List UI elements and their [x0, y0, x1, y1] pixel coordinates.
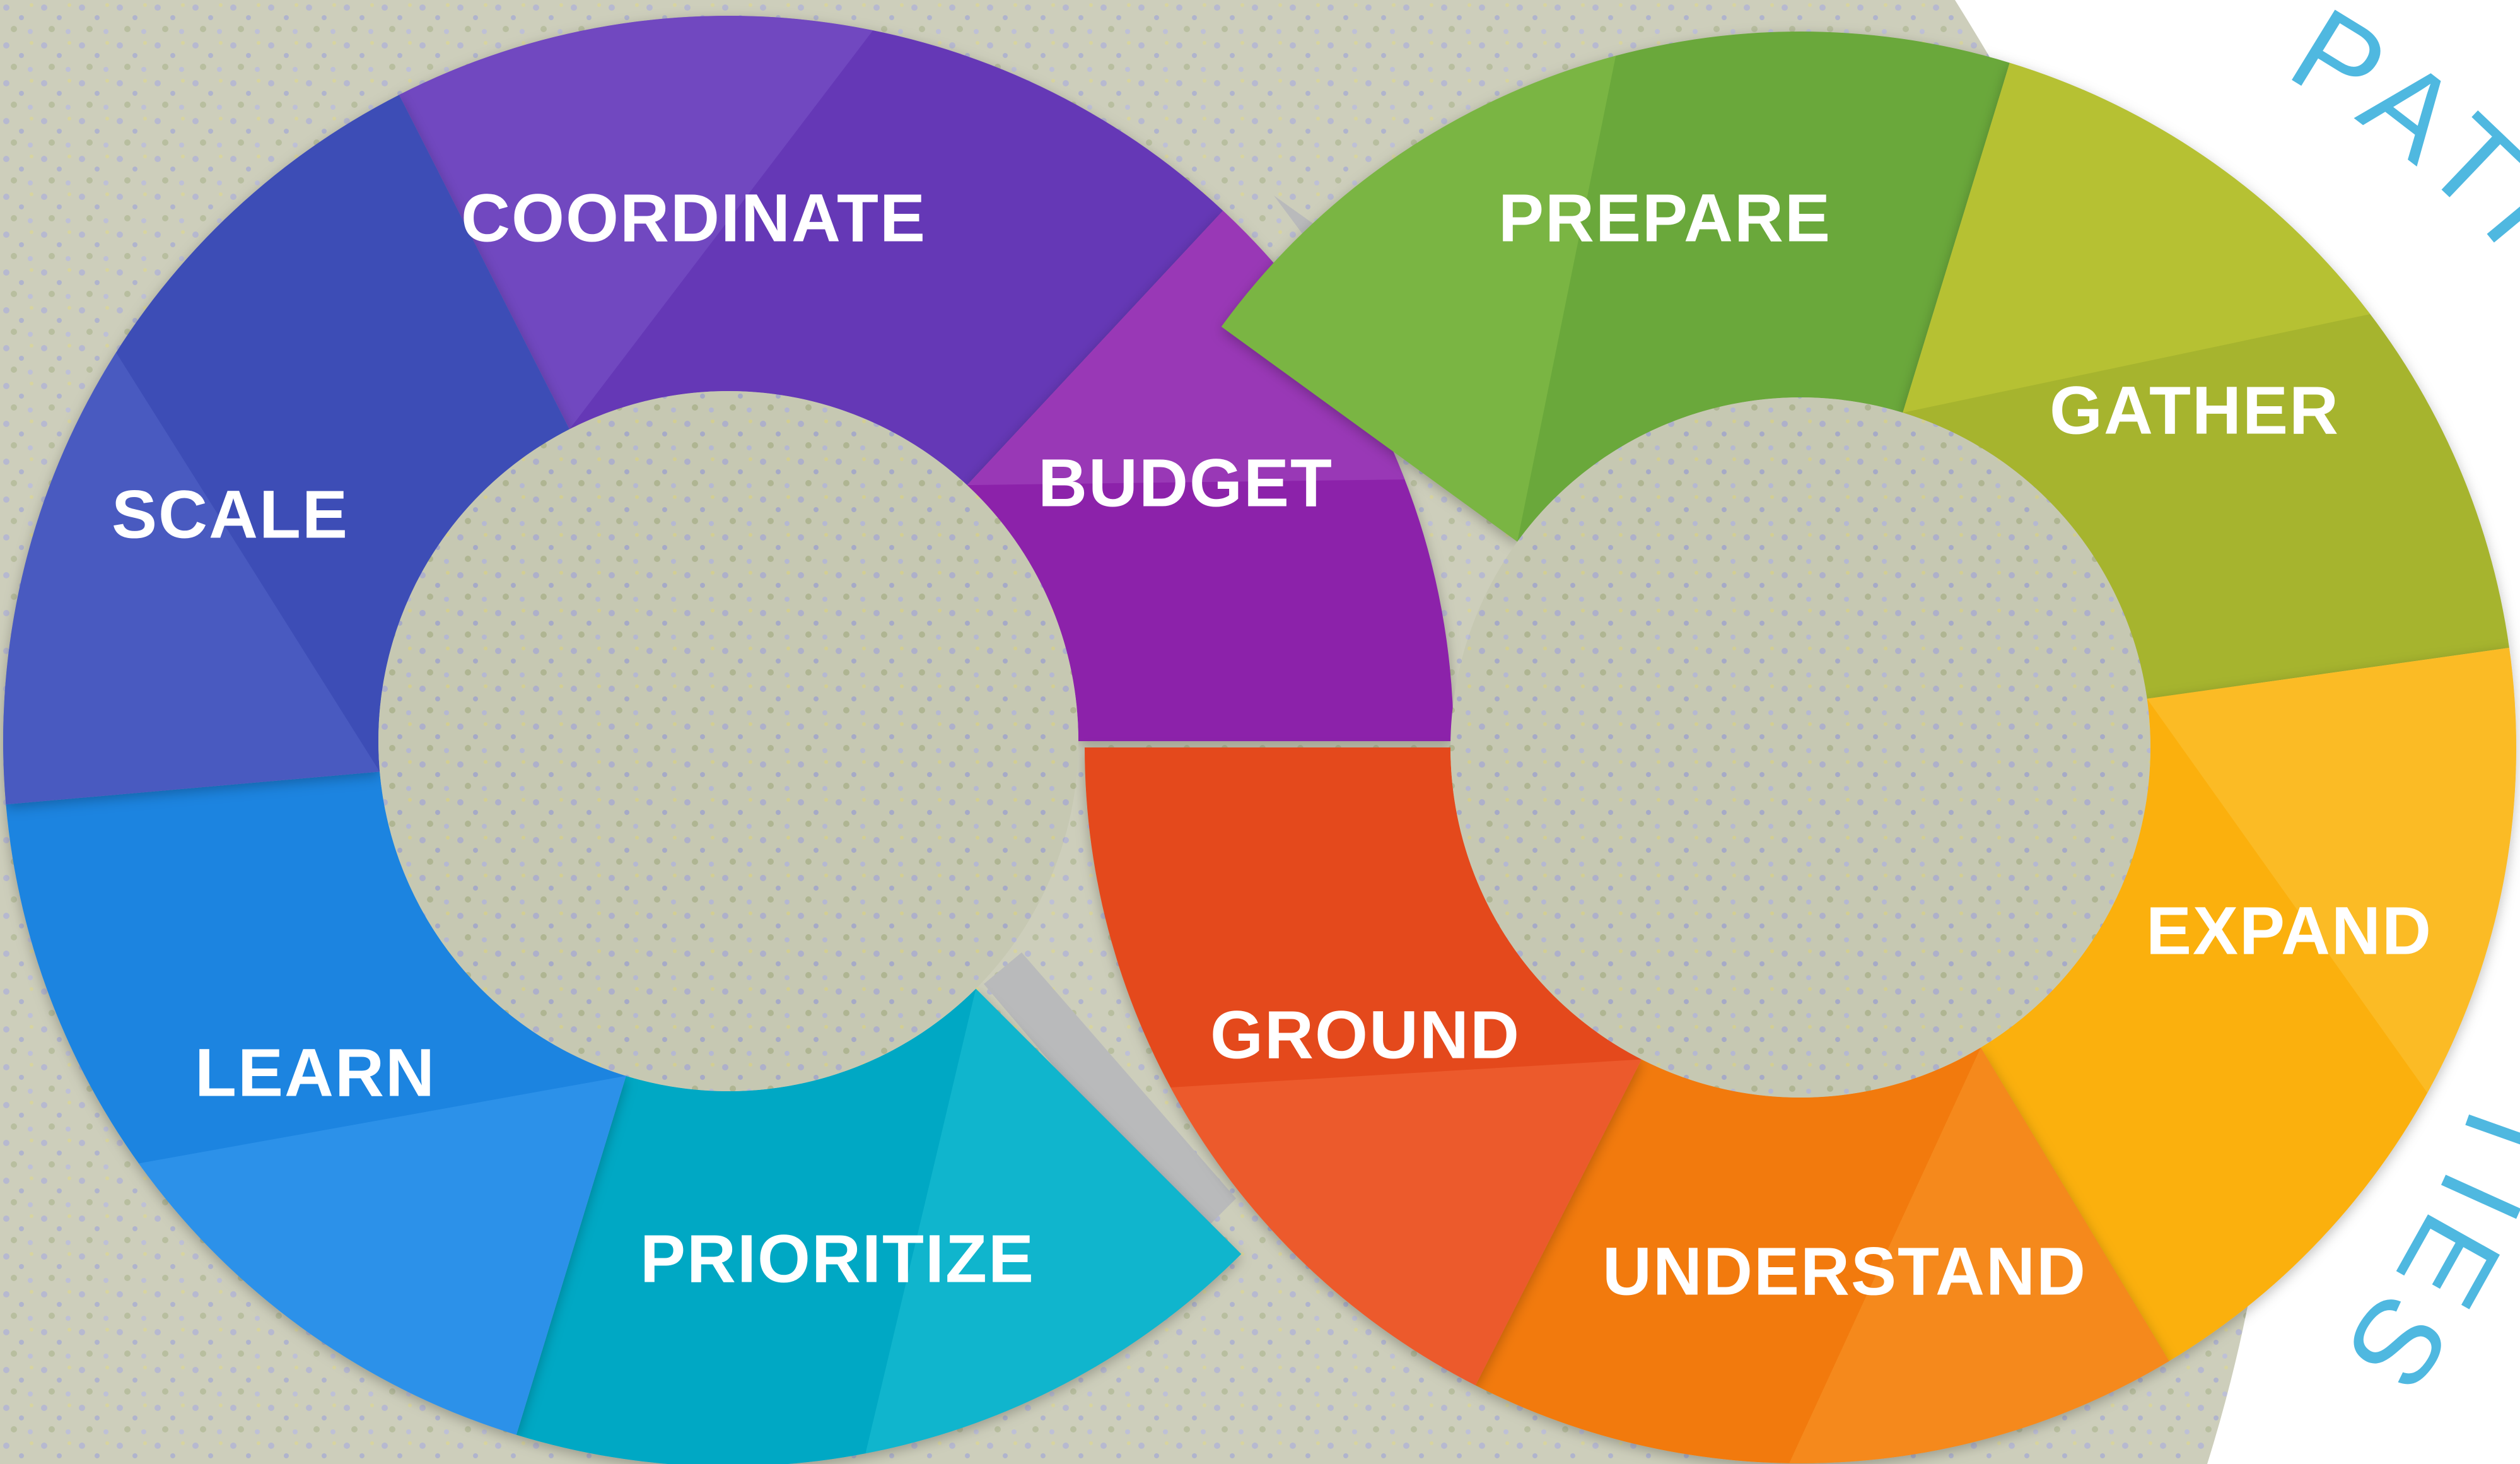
connector-band-bottom [984, 952, 1236, 1236]
segment-expand-facet [2147, 648, 2516, 1093]
label-learn: LEARN [195, 1034, 436, 1111]
label-prepare: PREPARE [1498, 180, 1831, 256]
segment-understand-facet [1789, 1047, 2169, 1463]
segment-budget-facet [967, 210, 1405, 486]
label-gather: GATHER [2050, 372, 2340, 448]
label-scale: SCALE [112, 476, 349, 553]
segment-ground-facet [1170, 1059, 1642, 1386]
left-center-hole [378, 391, 1078, 1091]
right-cycle [1085, 31, 2517, 1463]
label-budget: BUDGET [1038, 445, 1333, 521]
segment-labels: COORDINATE BUDGET PRIORITIZE LEARN SCALE PREP… [112, 180, 2432, 1309]
segment-scale-facet [3, 352, 380, 805]
segment-prepare-facet [1221, 56, 1616, 542]
right-center-hole [1450, 397, 2150, 1098]
label-prioritize: PRIORITIZE [640, 1221, 1035, 1297]
center-holes [378, 391, 2150, 1098]
label-ground: GROUND [1210, 997, 1520, 1073]
segment-learn-facet [138, 1075, 626, 1435]
left-cycle [3, 15, 1454, 1464]
segment-gather-facet [1903, 62, 2371, 413]
label-expand: EXPAND [2146, 893, 2432, 969]
label-understand: UNDERSTAND [1602, 1233, 2087, 1309]
label-coordinate: COORDINATE [461, 180, 926, 256]
segment-coordinate-facet [399, 15, 873, 430]
segment-prioritize-facet [865, 988, 1242, 1454]
